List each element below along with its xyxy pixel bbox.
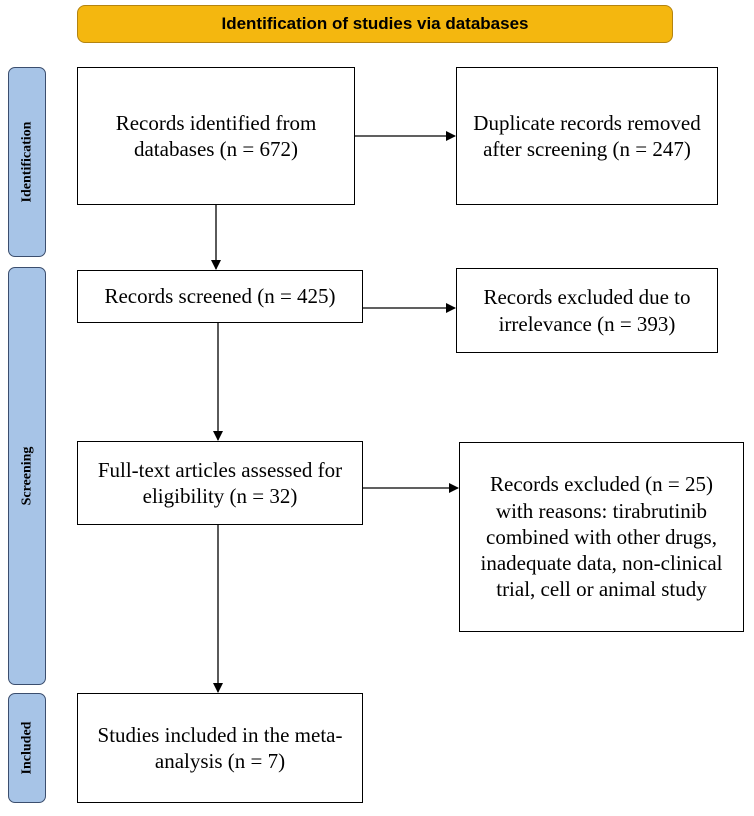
box-studies-included: Studies included in the meta-analysis (n… [77, 693, 363, 803]
stage-label-screening: Screening [8, 267, 46, 685]
box-excluded-reasons: Records excluded (n = 25) with reasons: … [459, 442, 744, 632]
box-records-identified: Records identified from databases (n = 6… [77, 67, 355, 205]
box-duplicates-removed: Duplicate records removed after screenin… [456, 67, 718, 205]
section-header: Identification of studies via databases [77, 5, 673, 43]
box-fulltext-assessed: Full-text articles assessed for eligibil… [77, 441, 363, 525]
stage-label-included: Included [8, 693, 46, 803]
box-excluded-irrelevance: Records excluded due to irrelevance (n =… [456, 268, 718, 353]
stage-label-identification: Identification [8, 67, 46, 257]
box-records-screened: Records screened (n = 425) [77, 270, 363, 323]
